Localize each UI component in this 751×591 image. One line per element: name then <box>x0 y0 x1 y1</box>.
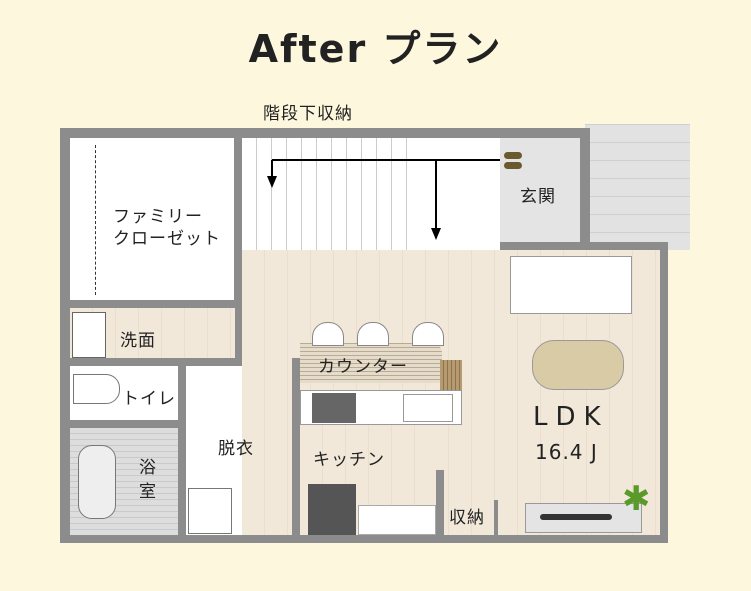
stool <box>412 322 444 346</box>
toilet-label: トイレ <box>122 389 176 409</box>
family-closet <box>70 138 234 300</box>
stool <box>357 322 389 346</box>
shoes-icon <box>504 152 522 159</box>
staircase <box>242 138 415 250</box>
bathroom-label-1: 浴 <box>139 458 157 478</box>
counter-end <box>440 360 462 390</box>
entrance-label: 玄関 <box>520 187 556 207</box>
dining-table <box>532 340 624 390</box>
bathtub <box>78 445 116 519</box>
family-closet-label-2: クローゼット <box>113 229 221 249</box>
washroom-label: 洗面 <box>120 331 156 351</box>
kitchen-label: キッチン <box>313 450 385 470</box>
shoes-icon <box>504 162 522 169</box>
porch <box>585 124 690 250</box>
ldk-label: LDK <box>533 402 609 432</box>
ldk-size-label: 16.4 J <box>535 440 598 464</box>
sink <box>403 394 453 422</box>
storage-wall <box>436 470 444 543</box>
under-stairs-storage-label: 階段下収納 <box>263 104 353 124</box>
storage-wall <box>494 500 498 543</box>
stool <box>312 322 344 346</box>
toilet-fixture <box>73 374 120 404</box>
plan-title: After プラン <box>248 27 503 71</box>
plant-icon: ✱ <box>622 479 651 519</box>
sofa <box>510 256 632 314</box>
vanity <box>72 312 106 358</box>
wall <box>292 358 300 543</box>
dressing-room-label: 脱衣 <box>218 439 254 459</box>
tv <box>540 514 612 520</box>
dining-counter <box>300 343 442 383</box>
counter-label: カウンター <box>318 357 408 377</box>
storage-label: 収納 <box>449 508 485 528</box>
washing-machine <box>188 488 232 534</box>
stove <box>312 393 356 423</box>
refrigerator <box>308 484 356 535</box>
hallway <box>415 138 500 250</box>
family-closet-label-1: ファミリー <box>113 207 203 227</box>
cabinet <box>358 505 436 535</box>
closet-rod <box>95 145 96 295</box>
bathroom-label-2: 室 <box>139 482 157 502</box>
